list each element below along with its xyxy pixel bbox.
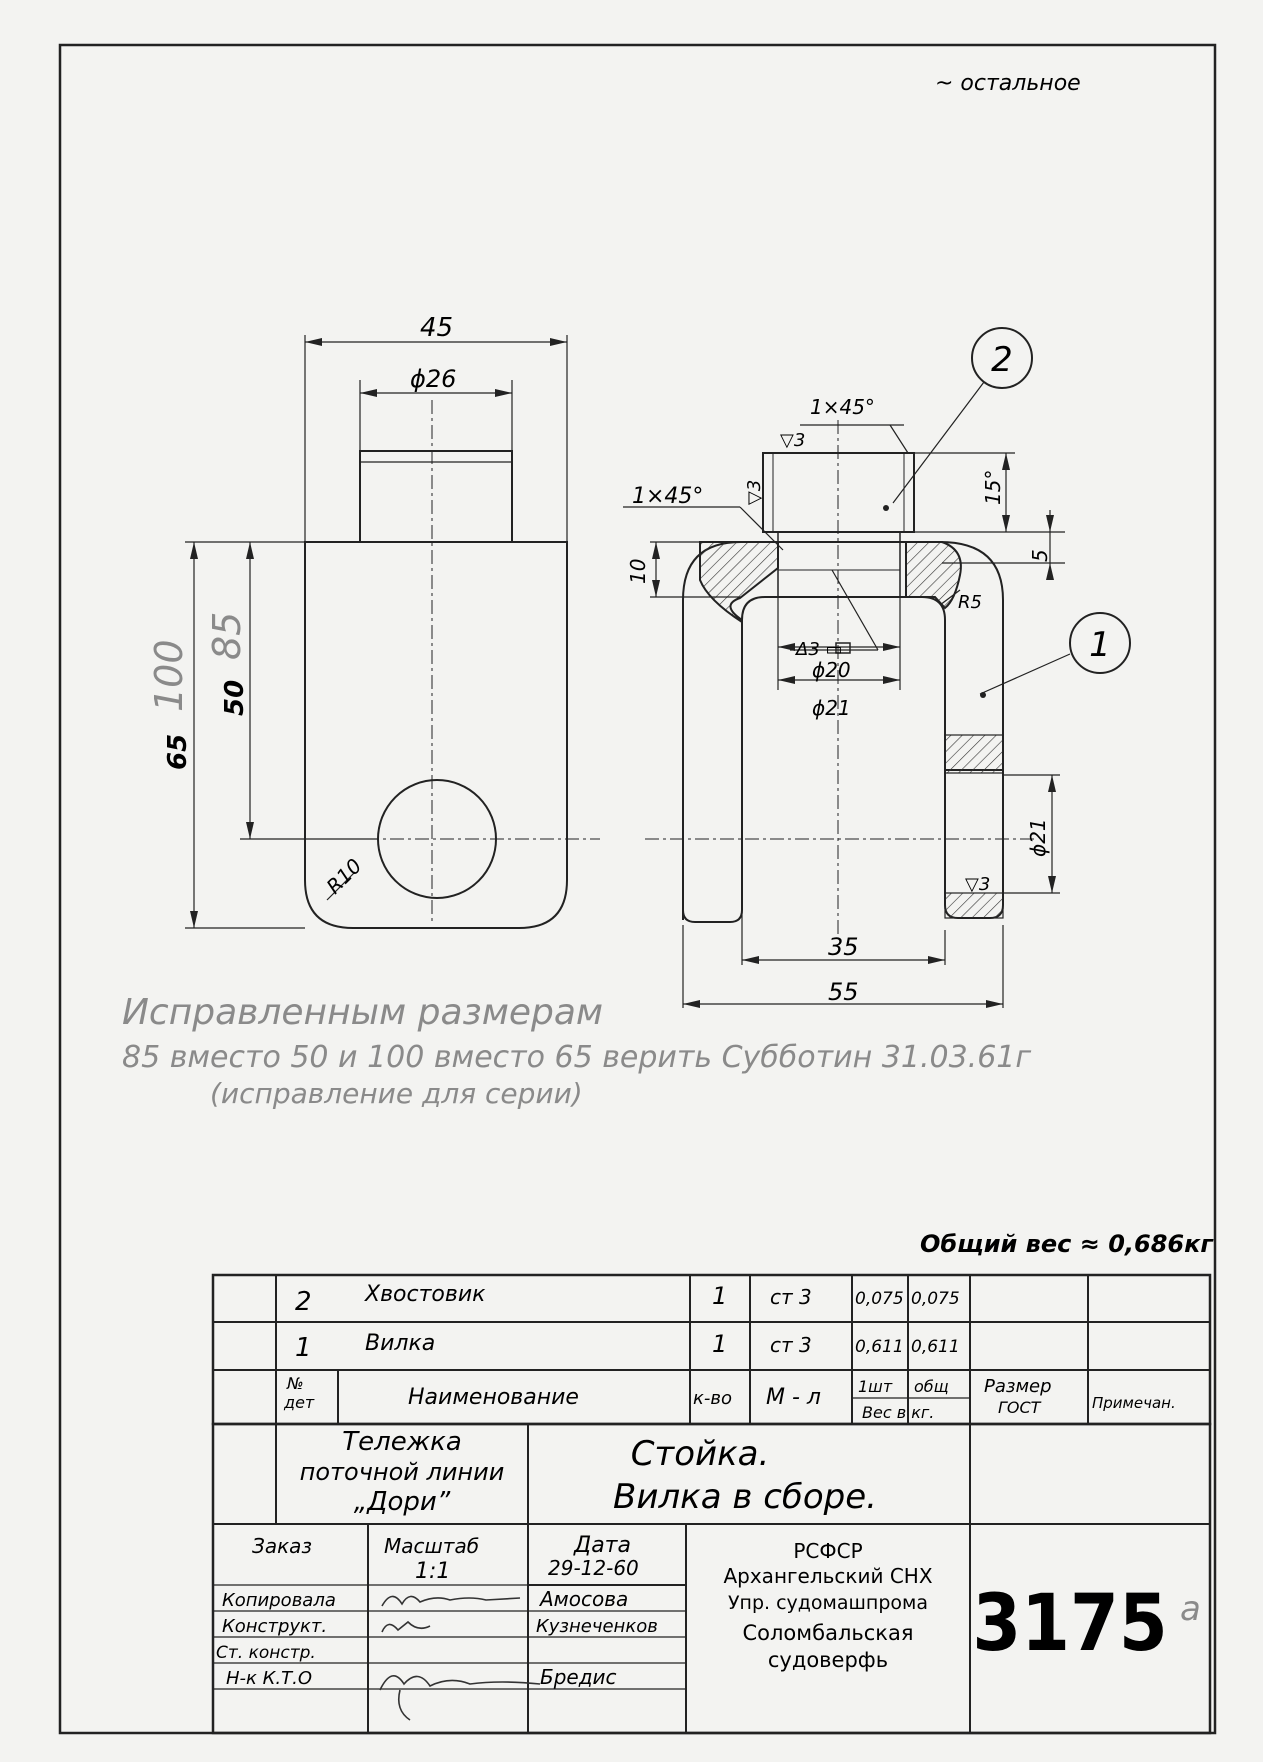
org-line-2: Архангельский СНХ <box>723 1564 932 1588</box>
correction-line-1: Исправленным размерам <box>122 992 603 1033</box>
section-arrows <box>652 453 1056 1008</box>
balloon-1-label: 1 <box>1089 625 1111 665</box>
bom-hdr-note: Примечан. <box>1092 1394 1176 1412</box>
chamfer-top: 1×45° <box>810 395 875 419</box>
dim-phi21: ϕ21 <box>812 696 851 720</box>
bom-hdr-material: М - л <box>766 1385 821 1410</box>
bom-row-1-material: ст 3 <box>770 1333 812 1357</box>
role-senior-designer: Ст. констр. <box>216 1643 316 1663</box>
shank-outline <box>359 450 513 543</box>
roughness-side: ▽3 <box>744 480 765 505</box>
name-copied: Амосова <box>538 1587 628 1611</box>
roughness-hole: Δ3 ▭ <box>794 639 843 660</box>
bom-row-2-weight-unit: 0,075 <box>855 1289 904 1309</box>
product-line-3: „Дори” <box>354 1487 451 1517</box>
date-label: Дата <box>573 1533 631 1558</box>
org-line-5: судоверфь <box>768 1648 888 1672</box>
bom-row-2-qty: 1 <box>712 1282 727 1310</box>
dim-r10: R10 <box>322 854 367 899</box>
org-line-4: Соломбальская <box>743 1621 914 1645</box>
order-label: Заказ <box>252 1534 312 1558</box>
dim-35: 35 <box>828 933 859 961</box>
product-line-1: Тележка <box>342 1427 462 1457</box>
dim-85-correction: 85 <box>205 612 249 660</box>
dim-5: 5 <box>1028 549 1052 562</box>
chamfer-left: 1×45° <box>632 484 703 509</box>
bom-row-1-pos: 1 <box>295 1333 312 1363</box>
bom-hdr-qty: к-во <box>693 1388 732 1409</box>
name-head: Бредис <box>540 1665 617 1689</box>
scale-value: 1:1 <box>415 1559 450 1584</box>
balloon-2-label: 2 <box>991 340 1013 380</box>
role-designer: Конструкт. <box>222 1616 327 1637</box>
name-designer: Кузнеченков <box>536 1616 658 1637</box>
bom-row-2-material: ст 3 <box>770 1285 812 1309</box>
dim-phi20: ϕ20 <box>812 658 851 682</box>
bom-hdr-pos-a: № <box>286 1374 304 1393</box>
correction-line-3: (исправление для серии) <box>210 1077 583 1110</box>
role-head: Н-к К.Т.О <box>226 1668 312 1689</box>
bom-hdr-pos-b: дет <box>283 1393 315 1412</box>
dim-15: 15° <box>981 470 1005 505</box>
org-line-1: РСФСР <box>793 1539 862 1563</box>
bom-row-1-qty: 1 <box>712 1330 727 1358</box>
bom-row-2-name: Хвостовик <box>364 1282 486 1307</box>
roughness-low: ▽3 <box>965 874 990 895</box>
product-line-2: поточной линии <box>300 1458 505 1486</box>
dim-phi26: ϕ26 <box>410 365 456 393</box>
dim-10: 10 <box>626 559 650 584</box>
bom-hdr-weight-label: Вес в кг. <box>862 1403 934 1422</box>
org-line-3: Упр. судомашпрома <box>728 1592 928 1614</box>
bom-row-2-pos: 2 <box>295 1287 312 1317</box>
roughness-top: ▽3 <box>780 430 805 451</box>
dim-55: 55 <box>828 978 859 1006</box>
dim-100-correction: 100 <box>147 639 191 712</box>
drawing-number-suffix: а <box>1180 1589 1201 1629</box>
dim-phi21-vertical: ϕ21 <box>1026 818 1050 857</box>
dim-45: 45 <box>420 313 453 343</box>
bom-hdr-weight-unit: 1шт <box>858 1377 893 1396</box>
dim-65: 65 <box>163 734 193 770</box>
dim-50: 50 <box>220 680 250 716</box>
balloon-1 <box>1069 612 1131 674</box>
bom-hdr-weight-total: общ <box>914 1377 949 1396</box>
section-view <box>623 381 1071 1008</box>
scale-label: Масштаб <box>384 1534 479 1558</box>
bom-row-1-name: Вилка <box>365 1331 435 1356</box>
bom-hdr-name: Наименование <box>408 1385 579 1410</box>
signatures <box>379 1595 541 1721</box>
dim-r5: R5 <box>958 592 982 613</box>
balloon-2 <box>971 327 1033 389</box>
date-value: 29-12-60 <box>548 1556 639 1580</box>
drawing-title-line-1: Стойка. <box>631 1434 770 1474</box>
bom-row-1-weight-unit: 0,611 <box>855 1337 904 1357</box>
fork-body-outline <box>304 541 568 929</box>
bom-hdr-size-a: Размер <box>984 1376 1052 1397</box>
title-block <box>211 1422 1212 1735</box>
drawing-number: 3175 <box>972 1579 1167 1669</box>
roughness-note: ~ остальное <box>935 71 1081 96</box>
front-view-arrows <box>190 338 567 928</box>
role-copied: Копировала <box>222 1590 336 1611</box>
correction-note: Исправленным размерам 85 вместо 50 и 100… <box>122 992 1031 1110</box>
front-view <box>185 335 600 929</box>
correction-line-2: 85 вместо 50 и 100 вместо 65 верить Субб… <box>122 1040 1031 1075</box>
total-weight: Общий вес ≈ 0,686кг <box>920 1230 1214 1258</box>
bom-hdr-size-b: ГОСТ <box>998 1398 1042 1417</box>
bom-row-2-weight-total: 0,075 <box>911 1289 960 1309</box>
bom-row-1-weight-total: 0,611 <box>911 1337 960 1357</box>
drawing-title-line-2: Вилка в сборе. <box>613 1477 877 1517</box>
